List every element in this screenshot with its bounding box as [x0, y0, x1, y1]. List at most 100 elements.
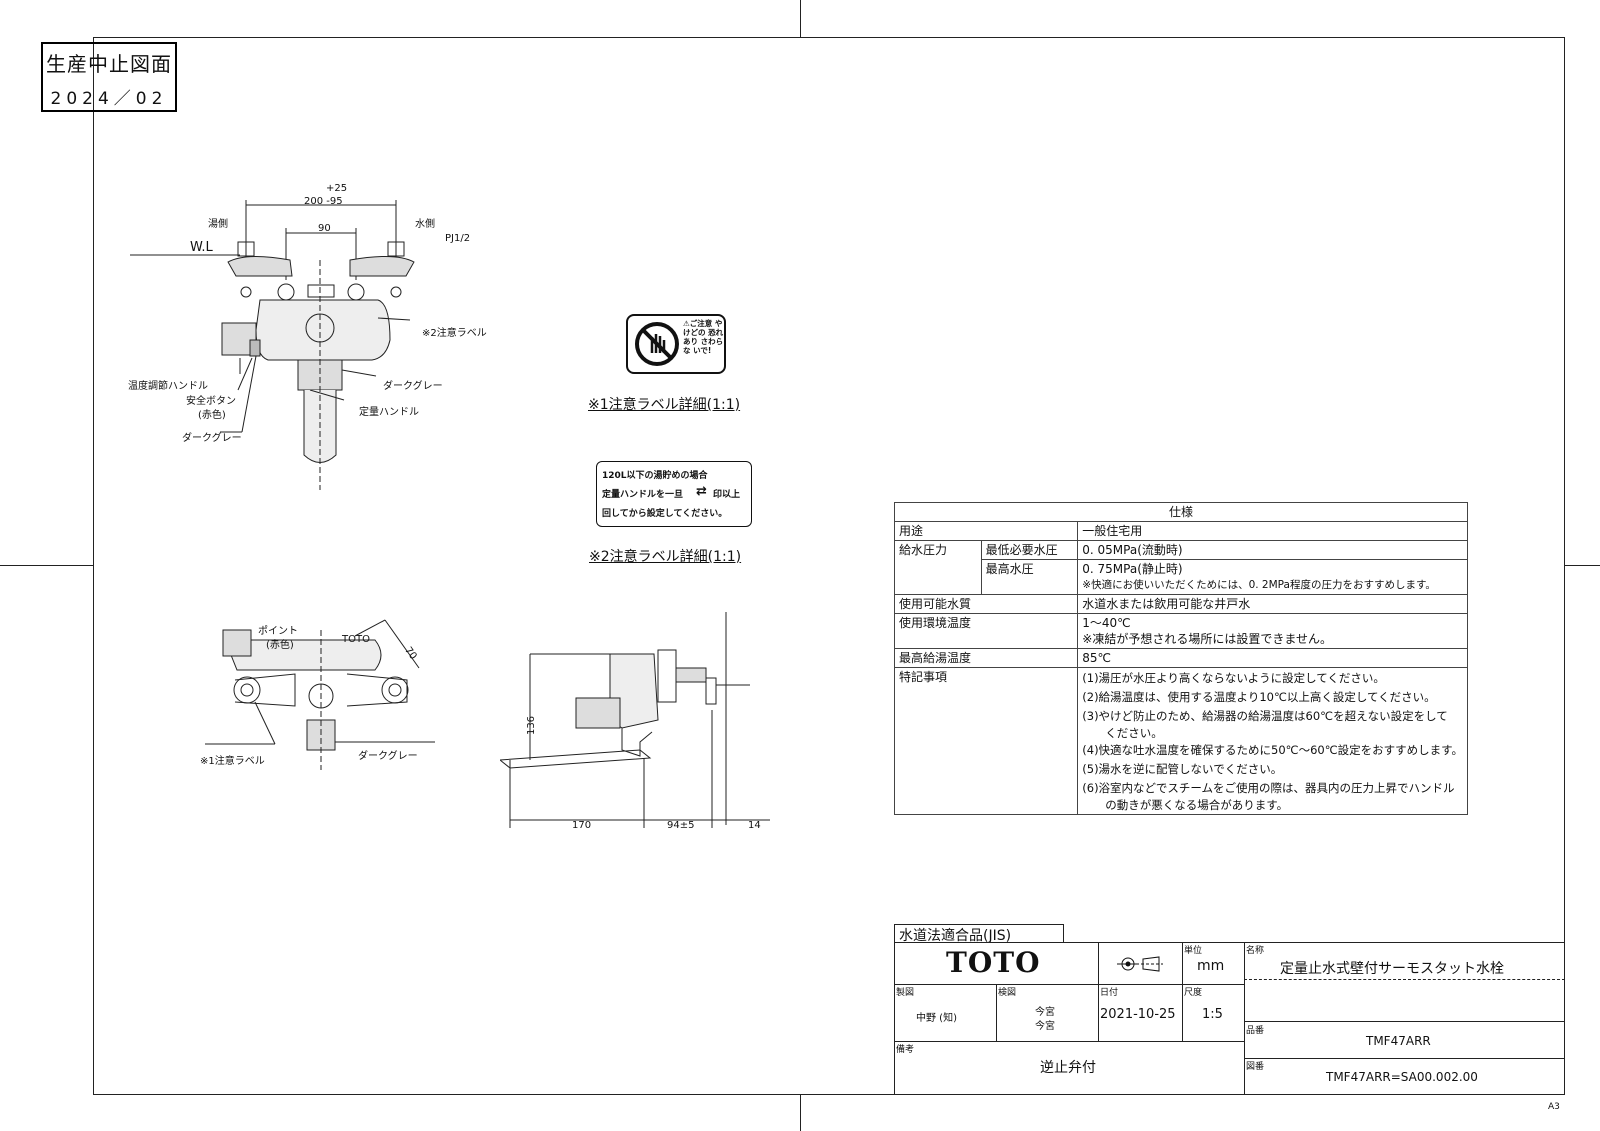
- cold-side-label: 水側: [415, 219, 435, 230]
- projection-symbol-icon: [1117, 956, 1163, 972]
- notes-cell: (1)湯圧が水圧より高くならないように設定してください。 (2)給湯温度は、使用…: [1077, 667, 1468, 815]
- fixed-handle-label: 定量ハンドル: [359, 407, 419, 418]
- toto-mark-label: TOTO: [342, 634, 370, 645]
- scale-label: 尺度: [1184, 988, 1203, 998]
- center-mark-bottom: [800, 1095, 801, 1131]
- dim-tolerance: +25: [326, 183, 348, 194]
- tb-dash-line: [1244, 979, 1565, 980]
- sheet-size: A3: [1548, 1102, 1560, 1112]
- center-mark-right: [1565, 565, 1600, 566]
- made-label: 製図: [896, 988, 915, 998]
- tb-row-line: [894, 1041, 1244, 1042]
- center-mark-top: [800, 0, 801, 37]
- drawing-frame: [93, 37, 1565, 1095]
- caution-label-2-line1: 120L以下の湯貯めの場合: [602, 471, 708, 481]
- caution-label-1-caption: ※1注意ラベル詳細(1:1): [588, 397, 741, 413]
- caution-label-2-marker: ※2注意ラベル: [422, 328, 487, 339]
- front-view-drawing: [130, 200, 415, 490]
- env-temp-note: ※凍結が予想される場所には設置できません。: [1082, 632, 1332, 646]
- env-temp-value: 1〜40℃: [1082, 616, 1131, 630]
- unit-label: 単位: [1184, 946, 1203, 956]
- jis-box: 水道法適合品(JIS): [894, 924, 1064, 944]
- note-item: の動きが悪くなる場合があります。: [1082, 798, 1289, 812]
- caution-label-2-line2b: 印以上: [713, 490, 741, 500]
- spec-header: 仕様: [894, 502, 1468, 522]
- min-pressure-label: 最低必要水圧: [980, 540, 1079, 560]
- dim-170: 170: [572, 820, 592, 831]
- max-pressure-note: ※快適にお使いいただくためには、0. 2MPa程度の圧力をおすすめします。: [1082, 579, 1436, 591]
- note-item: (3)やけど防止のため、給湯器の給湯温度は60℃を超えない設定をして: [1082, 709, 1448, 723]
- product-name: 定量止水式壁付サーモスタット水栓: [1280, 961, 1504, 977]
- dim-136: 136: [526, 715, 538, 736]
- use-label: 用途: [893, 521, 1079, 541]
- stamp-date: 2024／02: [50, 89, 168, 109]
- unit-value: mm: [1197, 958, 1225, 974]
- tb-row-line: [1244, 1058, 1565, 1059]
- caution-label-1: ⚠ご注意 やけどの 恐れあり さわらな いで!: [626, 314, 726, 374]
- tb-col-line: [996, 984, 997, 1041]
- use-value: 一般住宅用: [1077, 521, 1468, 541]
- part-number: TMF47ARR: [1366, 1034, 1431, 1048]
- name-label: 名称: [1246, 946, 1265, 956]
- hot-temp-value: 85℃: [1077, 648, 1468, 668]
- dim-14: 14: [748, 820, 761, 831]
- hot-temp-label: 最高給湯温度: [893, 648, 1079, 668]
- max-pressure-cell: 0. 75MPa(静止時) ※快適にお使いいただくためには、0. 2MPa程度の…: [1077, 559, 1468, 595]
- note-item: (6)浴室内などでスチームをご使用の際は、器具内の圧力上昇でハンドル: [1082, 781, 1455, 795]
- dark-gray-label-3: ダークグレー: [358, 751, 418, 762]
- safety-button-label: 安全ボタン: [186, 396, 236, 407]
- jis-label: 水道法適合品(JIS): [899, 928, 1012, 944]
- note-item: (2)給湯温度は、使用する温度より10℃以上高く設定してください。: [1082, 690, 1436, 704]
- spec-table: 仕様 用途 一般住宅用 給水圧力 最低必要水圧 0. 05MPa(流動時) 最高…: [893, 502, 1468, 815]
- water-level-label: W.L: [190, 240, 213, 255]
- notes-label: 特記事項: [893, 667, 1079, 815]
- title-block: [894, 942, 1565, 1095]
- center-mark-left: [0, 565, 93, 566]
- env-temp-label: 使用環境温度: [893, 613, 1079, 649]
- check-value-2: 今宮: [1035, 1021, 1055, 1032]
- tb-col-line: [1244, 942, 1245, 1095]
- point-red-label: (赤色): [266, 640, 294, 651]
- dim-94: 94±5: [667, 820, 695, 831]
- part-label: 品番: [1246, 1026, 1265, 1036]
- caution-label-1-marker: ※1注意ラベル: [200, 756, 265, 767]
- red-label: (赤色): [198, 410, 226, 421]
- env-temp-cell: 1〜40℃ ※凍結が予想される場所には設置できません。: [1077, 613, 1468, 649]
- water-quality-label: 使用可能水質: [893, 594, 1079, 614]
- drawing-number: TMF47ARR=SA00.002.00: [1326, 1070, 1478, 1084]
- min-pressure-value: 0. 05MPa(流動時): [1077, 540, 1468, 560]
- caution-label-2-caption: ※2注意ラベル詳細(1:1): [589, 549, 742, 565]
- temp-handle-label: 温度調節ハンドル: [128, 381, 208, 392]
- handle-mark-icon: ⇄: [696, 484, 707, 499]
- check-label: 検図: [998, 988, 1017, 998]
- check-value-1: 今宮: [1035, 1007, 1055, 1018]
- max-pressure-label: 最高水圧: [980, 559, 1079, 595]
- note-item: (4)快適な吐水温度を確保するために50℃〜60℃設定をおすすめします。: [1082, 743, 1463, 757]
- brand-logo: TOTO: [946, 946, 1041, 979]
- note-item: ください。: [1082, 726, 1163, 740]
- caution-label-1-text: ⚠ご注意 やけどの 恐れあり さわらな いで!: [683, 319, 724, 355]
- water-quality-value: 水道水または飲用可能な井戸水: [1077, 594, 1468, 614]
- date-label: 日付: [1100, 988, 1119, 998]
- tb-col-line: [1098, 942, 1099, 1041]
- note-item: (5)湯水を逆に配管しないでください。: [1082, 762, 1283, 776]
- dark-gray-label-1: ダークグレー: [383, 381, 443, 392]
- pressure-label: 給水圧力: [894, 540, 982, 595]
- caution-label-2: 120L以下の湯貯めの場合 定量ハンドルを一旦 ⇄ 印以上 回してから設定してく…: [596, 461, 752, 527]
- plan-view-drawing: [205, 619, 435, 770]
- hot-side-label: 湯側: [208, 219, 228, 230]
- caution-label-2-line3: 回してから設定してください。: [602, 509, 728, 519]
- made-value: 中野 (知): [916, 1013, 957, 1024]
- dim-200: 200 -95: [304, 196, 343, 207]
- no-touch-icon: [635, 322, 679, 366]
- date-value: 2021-10-25: [1100, 1007, 1176, 1022]
- pj-label: PJ1/2: [445, 233, 471, 244]
- note-item: (1)湯圧が水圧より高くならないように設定してください。: [1082, 671, 1385, 685]
- discontinued-stamp: 生産中止図面 2024／02: [41, 42, 177, 112]
- max-pressure-value: 0. 75MPa(静止時): [1082, 562, 1183, 576]
- point-label: ポイント: [258, 626, 298, 637]
- tb-row-line: [1244, 1021, 1565, 1022]
- remarks-label: 備考: [896, 1045, 915, 1055]
- side-view-drawing: [500, 612, 770, 828]
- drawing-label: 図番: [1246, 1062, 1265, 1072]
